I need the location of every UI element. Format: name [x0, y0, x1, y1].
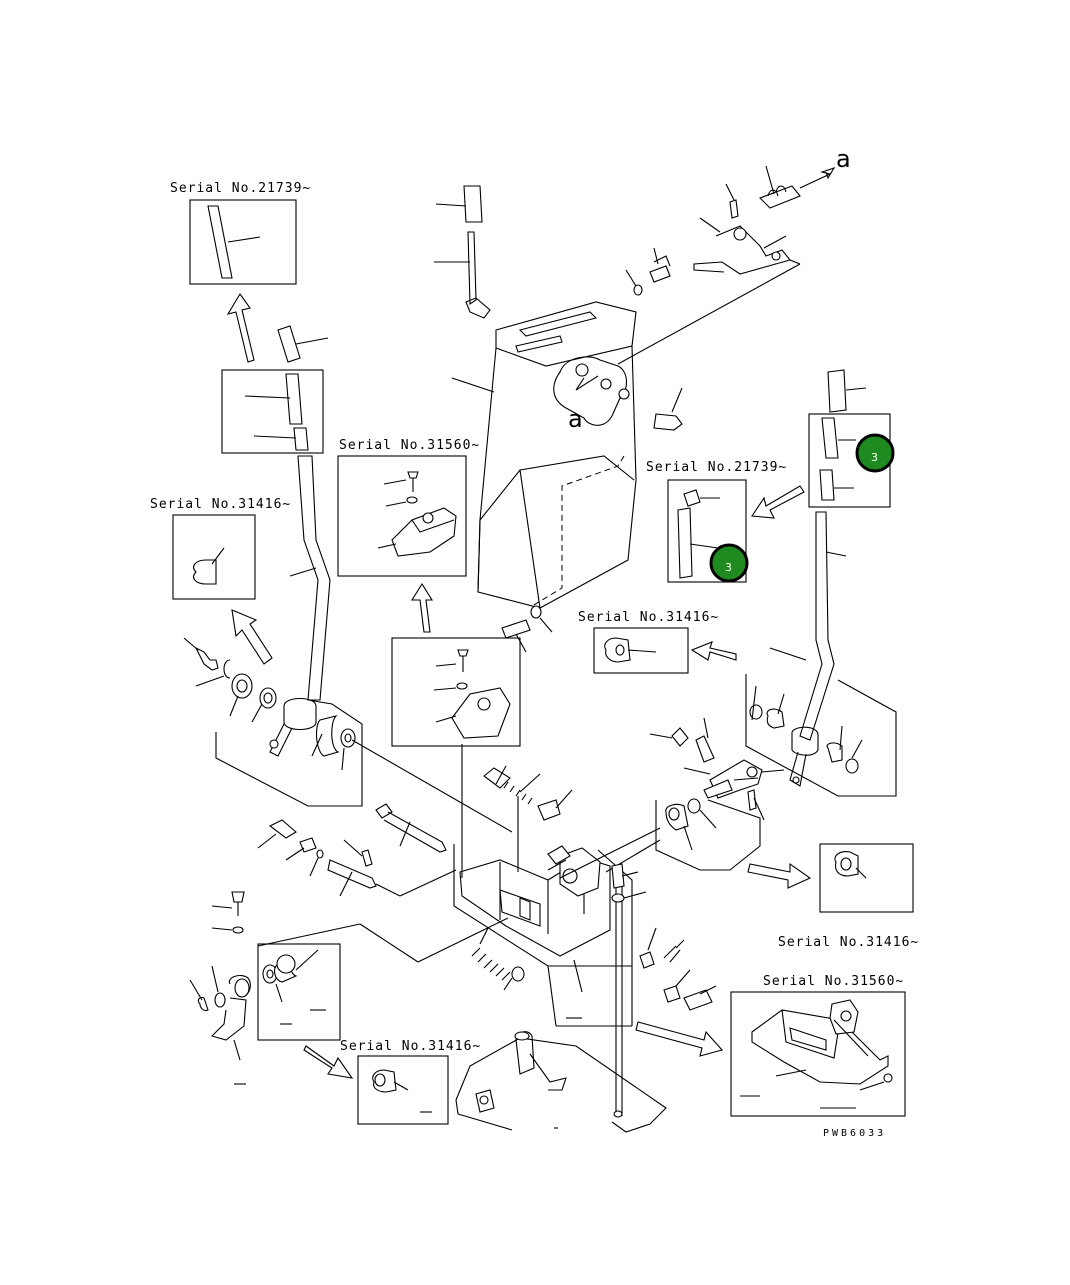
callout-badge-right-rod: 3 — [709, 543, 749, 583]
serial-label-31416-mid: Serial No.31416~ — [578, 610, 719, 625]
drawing-code: PWB6033 — [823, 1128, 886, 1139]
knob-right-top — [827, 369, 867, 413]
detail-box-washers-lower — [257, 943, 341, 1041]
serial-label-31416-right: Serial No.31416~ — [778, 935, 919, 950]
pin-left-center — [327, 839, 457, 897]
long-rod-left — [375, 803, 447, 853]
bolt-washer-top — [625, 247, 671, 296]
fittings-left-group — [183, 637, 356, 771]
serial-label-21739-top: Serial No.21739~ — [170, 181, 311, 196]
detail-box-31416-mid — [593, 627, 689, 674]
lever-left — [269, 455, 331, 757]
serial-label-21739-right: Serial No.21739~ — [646, 460, 787, 475]
plate-hole — [618, 388, 630, 400]
arrow-right-bottom — [635, 1021, 724, 1057]
callout-number: 3 — [871, 451, 878, 464]
detail-box-31560-right — [730, 991, 906, 1117]
bolt-nut-left — [257, 819, 324, 877]
knob-handle-top — [434, 185, 491, 319]
outline-right-bracket — [745, 674, 897, 797]
bolt-part — [653, 413, 683, 431]
bolt-washer-below-housing — [501, 605, 553, 653]
arrow-right-lower — [747, 862, 812, 889]
main-bracket — [257, 839, 661, 967]
detail-box-21739-left — [189, 199, 297, 285]
serial-label-31560-mid: Serial No.31560~ — [339, 438, 480, 453]
callout-badge-right-grip: 3 — [855, 433, 895, 473]
washers-right-group — [749, 685, 863, 774]
pin-part — [277, 325, 301, 363]
bolts-right-of-bracket — [611, 863, 717, 1011]
detail-box-21739-right — [667, 479, 747, 583]
outline-left-bracket — [215, 699, 363, 807]
arrow-up-left — [226, 292, 255, 363]
base-plate — [455, 1031, 667, 1133]
view-arrow — [575, 375, 599, 391]
bolt-lower-left — [211, 891, 245, 934]
clevis-right-center — [649, 717, 785, 821]
outline-washers-right-mid — [559, 798, 761, 879]
clamp-lower-left — [189, 965, 251, 1085]
arrow-left-right — [751, 485, 805, 519]
detail-box-31416-left — [172, 514, 256, 600]
arrow-down-right-left — [303, 1045, 354, 1079]
arrow-left-mid — [690, 641, 737, 661]
detail-box-31416-right — [819, 843, 914, 913]
arrow-diag-left — [231, 609, 273, 665]
serial-label-31416-bottom: Serial No.31416~ — [340, 1039, 481, 1054]
plate-hole — [600, 378, 612, 390]
detail-box-31416-bottom — [357, 1055, 449, 1125]
view-marker-a-top: a — [836, 145, 851, 173]
arrow-up-mid — [411, 582, 433, 633]
cover-plate — [553, 356, 628, 426]
hidden-line — [531, 455, 625, 607]
detail-box-31560-switch — [337, 455, 467, 577]
serial-label-31416-left: Serial No.31416~ — [150, 497, 291, 512]
console-housing — [451, 301, 637, 609]
lever-right — [769, 511, 847, 787]
callout-number: 3 — [725, 561, 732, 574]
view-marker-a-housing: a — [568, 405, 583, 433]
detail-box-lever-grip-left — [221, 369, 324, 454]
lock-pedal-assembly — [617, 165, 836, 365]
plate-hole — [575, 363, 589, 377]
spring-lower — [471, 927, 633, 1027]
serial-label-31560-right: Serial No.31560~ — [763, 974, 904, 989]
spring-pin-center — [483, 765, 573, 821]
detail-box-switch-lower — [391, 637, 521, 747]
